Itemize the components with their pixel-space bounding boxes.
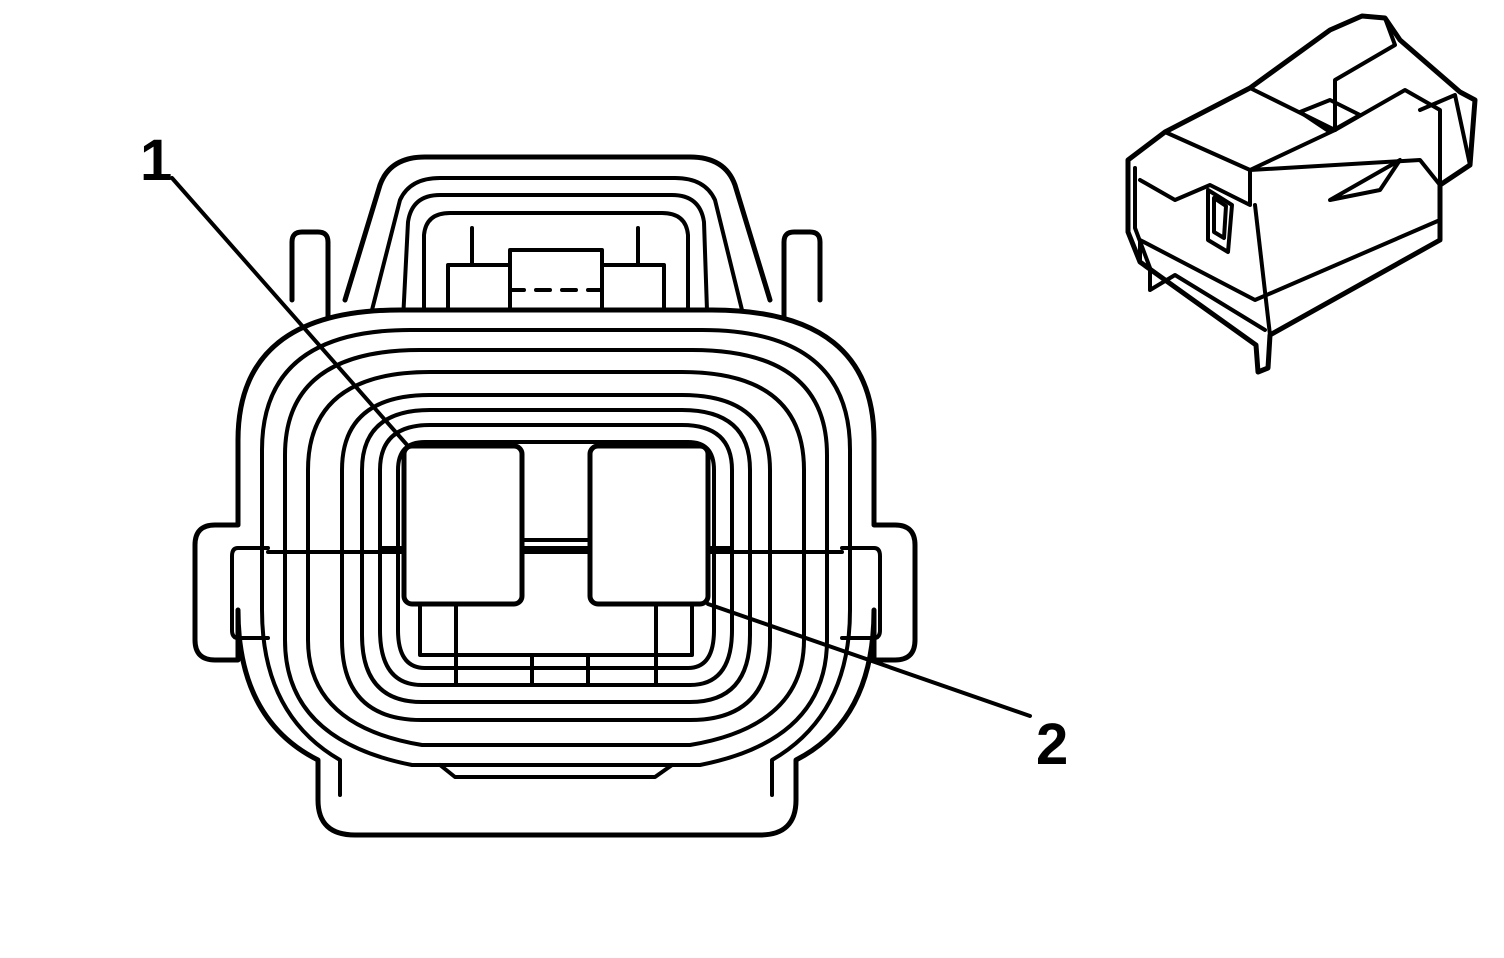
lock-tower-mid <box>370 176 744 312</box>
left-ear-inner <box>230 546 270 640</box>
iso-lever <box>1298 98 1362 134</box>
leader-2 <box>706 602 1032 718</box>
right-post <box>781 229 823 333</box>
iso-body-outer <box>1125 13 1478 375</box>
lock-tower-outer <box>342 154 773 303</box>
lock-tower-inner <box>400 193 710 342</box>
iso-front-frame <box>1133 166 1267 332</box>
cavity-ring-core <box>396 440 716 670</box>
iso-mid-edge <box>1163 86 1337 172</box>
iso-latch-slot <box>1206 188 1234 254</box>
shell-ring-2 <box>283 348 829 767</box>
iso-right-ridge <box>1248 158 1442 187</box>
shell-ring-3 <box>306 370 806 747</box>
right-ear-inner <box>840 546 882 640</box>
iso-top-rails <box>1248 14 1397 132</box>
iso-right-face <box>1253 203 1272 337</box>
iso-side-lock <box>1333 88 1442 187</box>
iso-chevron <box>1328 158 1402 202</box>
connector-end-view <box>192 154 918 838</box>
bottom-key <box>438 763 674 779</box>
terminal-2 <box>587 443 711 607</box>
callout-2-label: 2 <box>1036 712 1068 777</box>
lock-tower-inner2 <box>422 211 690 342</box>
iso-bottom-edge <box>1138 218 1442 302</box>
left-post <box>289 229 331 333</box>
iso-latch-inner <box>1212 196 1228 240</box>
cavity-ring-inner <box>378 423 734 687</box>
cavity-ring-mid <box>360 408 752 704</box>
leader-1 <box>170 176 410 448</box>
callout-1-label: 1 <box>140 128 172 193</box>
cavity-ring-outer <box>340 393 772 722</box>
shell-ring-1 <box>260 328 852 797</box>
callout-leaders <box>170 176 1032 718</box>
iso-back-rib <box>1418 93 1472 167</box>
terminal-1 <box>401 443 525 607</box>
connector-isometric-view <box>1125 13 1478 375</box>
cavity-base <box>418 598 694 657</box>
